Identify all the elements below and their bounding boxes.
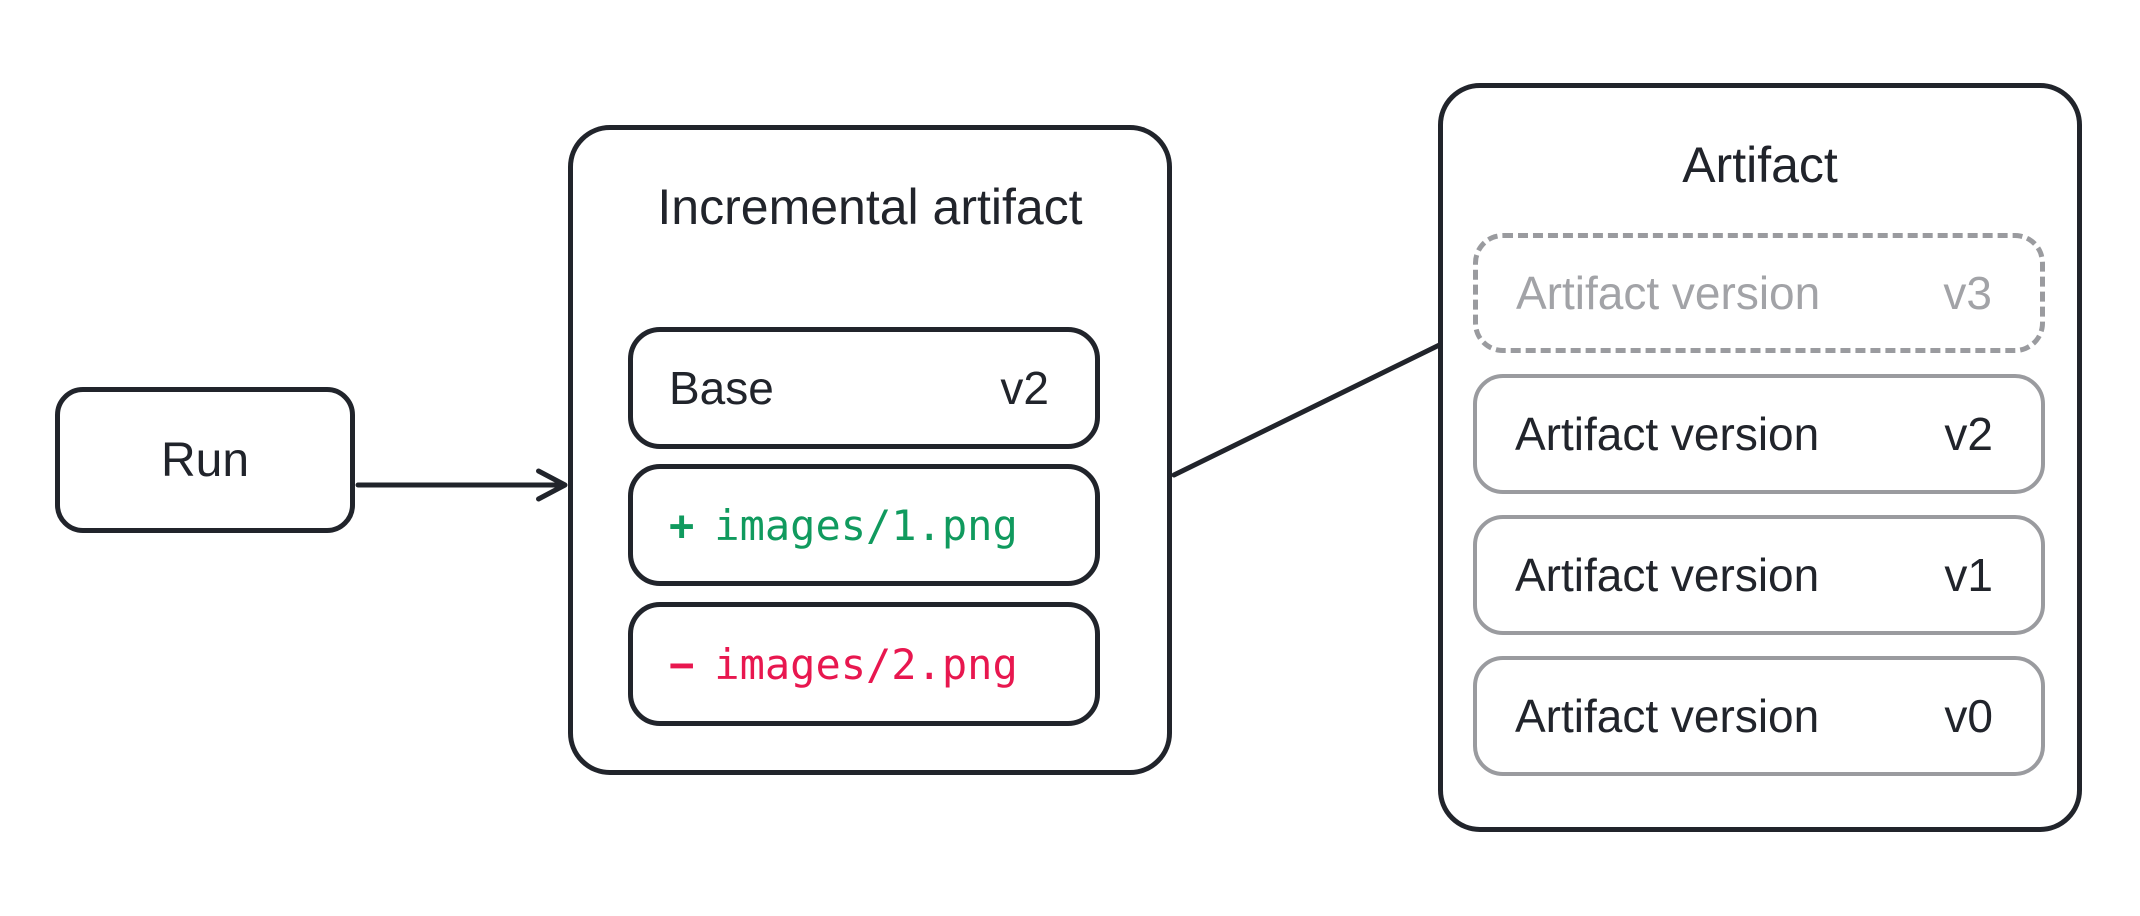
artifact-version-number: v2: [1944, 408, 1993, 460]
run-node: Run: [55, 387, 355, 533]
removed-file-pill: − images/2.png: [628, 602, 1100, 726]
plus-icon: +: [669, 500, 695, 550]
added-file-pill: + images/1.png: [628, 464, 1100, 586]
added-file-line: + images/1.png: [669, 501, 1018, 550]
artifact-version-row: Artifact version v0: [1473, 656, 2045, 776]
removed-file-path: images/2.png: [714, 639, 1018, 689]
artifact-version-row: Artifact version v2: [1473, 374, 2045, 494]
artifact-version-label: Artifact version: [1516, 267, 1821, 319]
removed-file-line: − images/2.png: [669, 640, 1018, 689]
artifact-title: Artifact: [1682, 137, 1838, 193]
artifact-version-row-pending: Artifact version v3: [1473, 233, 2045, 353]
base-version: v2: [1000, 362, 1049, 414]
artifact-version-number: v0: [1944, 690, 1993, 742]
artifact-version-label: Artifact version: [1515, 690, 1820, 742]
added-file-path: images/1.png: [714, 500, 1018, 550]
run-to-incremental-arrow: [355, 468, 568, 502]
run-label: Run: [160, 433, 250, 487]
artifact-version-number: v3: [1943, 267, 1992, 319]
base-label: Base: [669, 362, 774, 414]
artifact-version-label: Artifact version: [1515, 408, 1820, 460]
artifact-version-row: Artifact version v1: [1473, 515, 2045, 635]
minus-icon: −: [669, 639, 695, 689]
artifact-version-label: Artifact version: [1515, 549, 1820, 601]
incremental-to-artifact-arrow: [1171, 325, 1475, 478]
base-version-pill: Base v2: [628, 327, 1100, 449]
artifact-version-number: v1: [1944, 549, 1993, 601]
incremental-artifact-title: Incremental artifact: [657, 179, 1083, 235]
